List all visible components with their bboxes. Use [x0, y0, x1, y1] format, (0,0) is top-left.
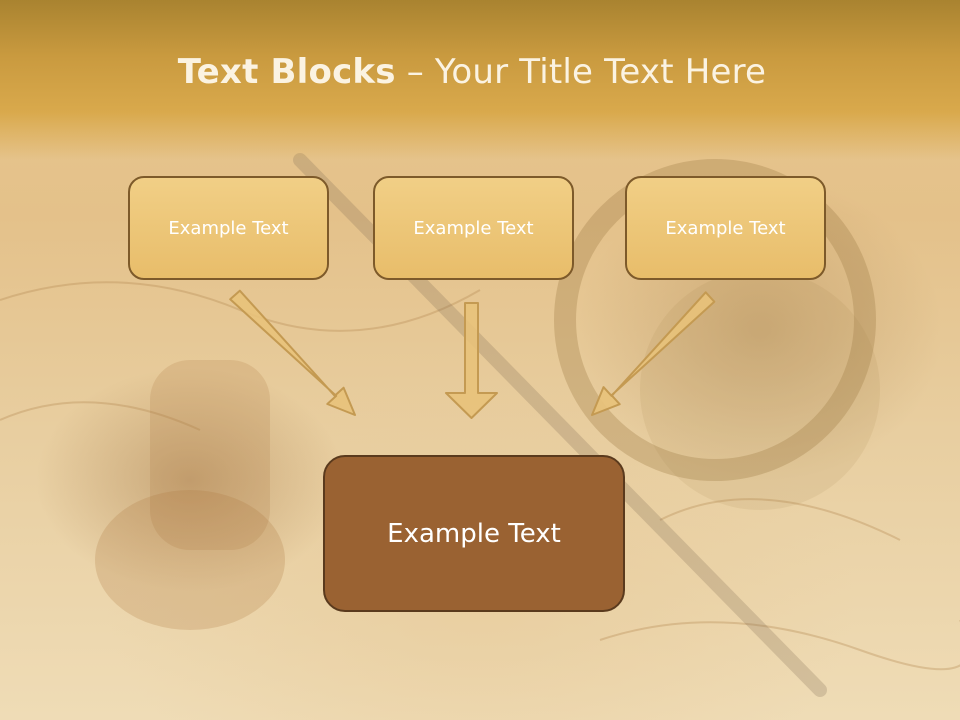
- text-block-1[interactable]: Example Text: [128, 176, 329, 280]
- result-block-label: Example Text: [387, 518, 561, 549]
- text-block-2-label: Example Text: [413, 217, 534, 239]
- arrow-center-icon: [445, 302, 498, 419]
- arrow-left-icon: [229, 289, 356, 416]
- result-block[interactable]: Example Text: [323, 455, 625, 612]
- compass-shape: [554, 159, 880, 510]
- title-separator: –: [395, 52, 435, 92]
- slide-title: Text Blocks – Your Title Text Here: [0, 52, 944, 92]
- title-bar: [0, 0, 960, 160]
- title-rest-part: Your Title Text Here: [434, 52, 767, 92]
- arrow-right-icon: [591, 291, 716, 416]
- text-block-3-label: Example Text: [665, 217, 786, 239]
- spyglass-shape: [95, 360, 285, 630]
- text-block-2[interactable]: Example Text: [373, 176, 574, 280]
- title-bold-part: Text Blocks: [177, 52, 396, 92]
- text-block-3[interactable]: Example Text: [625, 176, 826, 280]
- text-block-1-label: Example Text: [168, 217, 289, 239]
